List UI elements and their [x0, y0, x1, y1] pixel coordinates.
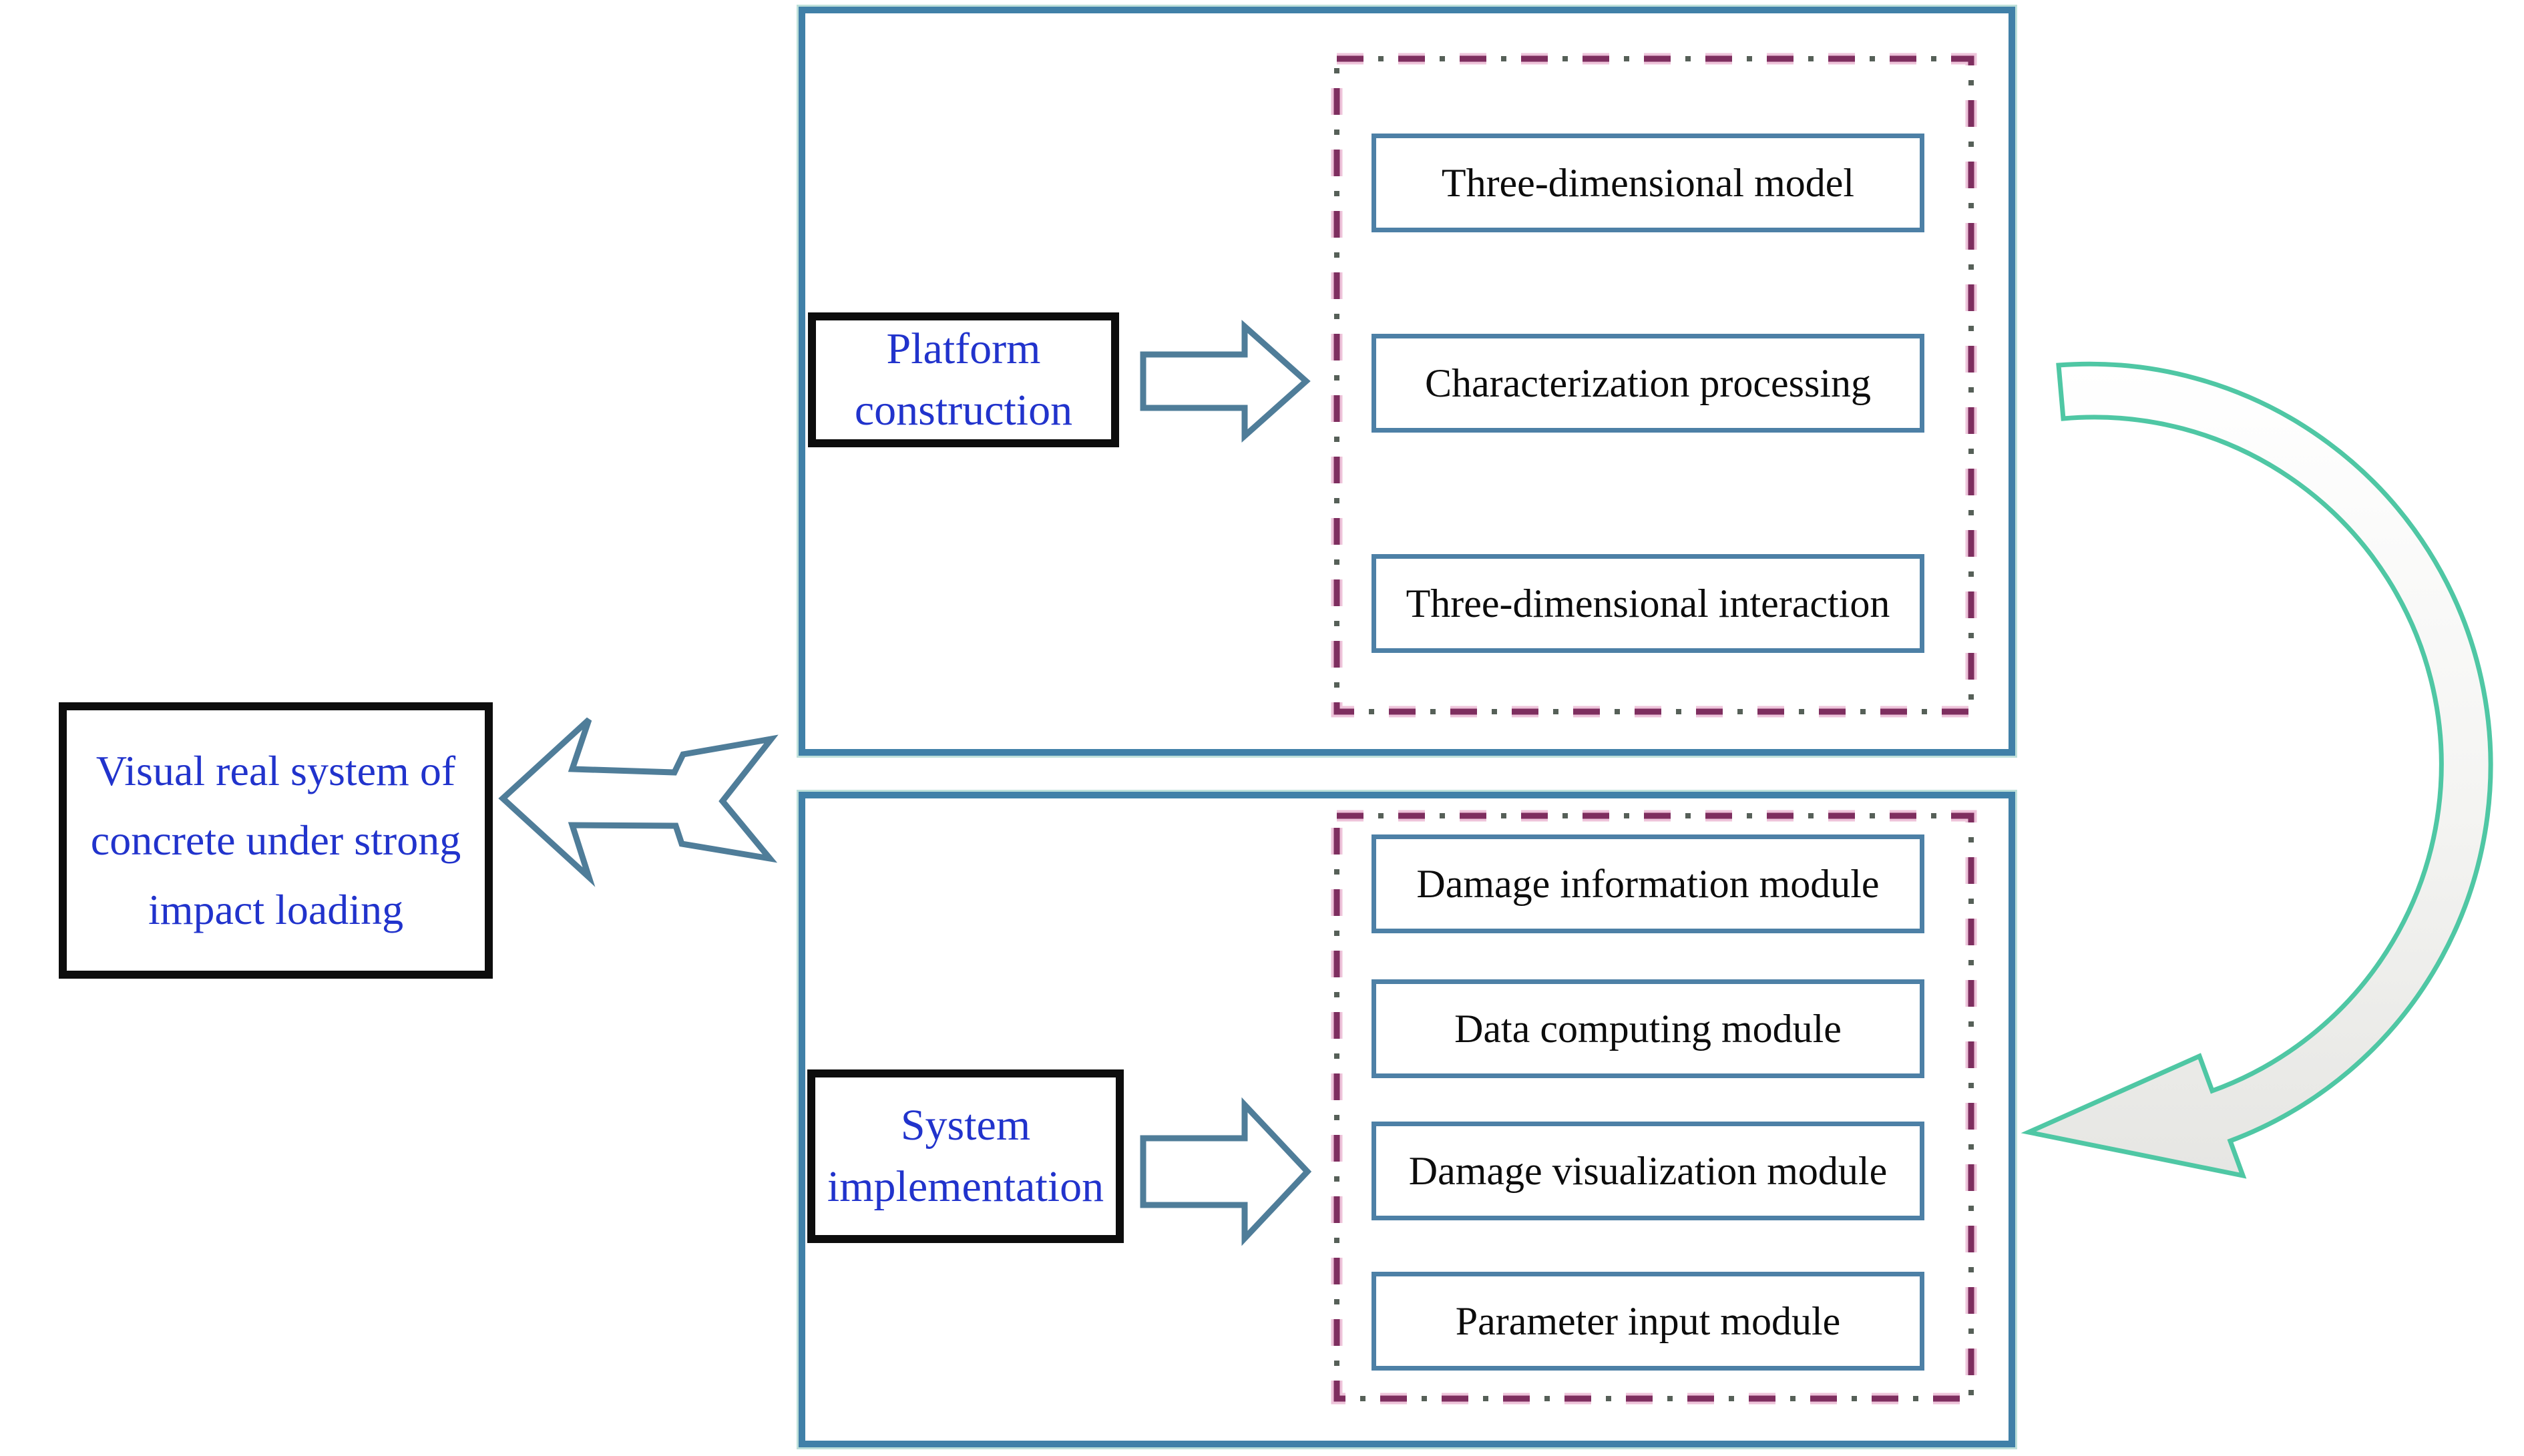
block-arrow-right-bottom-icon	[1140, 1097, 1312, 1246]
system-label-line-1: System	[900, 1101, 1031, 1150]
dashed-group-border-top	[1331, 53, 1977, 718]
module-box-parameter-input: Parameter input module	[1372, 1272, 1924, 1371]
module-box-damage-information: Damage information module	[1372, 834, 1924, 933]
module-box-three-dimensional-interaction: Three-dimensional interaction	[1372, 554, 1924, 653]
block-arrow-right-top-icon	[1140, 319, 1311, 443]
block-arrow-left-icon	[498, 717, 779, 887]
result-box-line-3: impact loading	[148, 886, 404, 933]
platform-construction-box: Platform construction	[808, 312, 1119, 447]
system-implementation-box: System implementation	[807, 1069, 1124, 1243]
curved-arrow-icon	[2021, 361, 2493, 1179]
platform-label-line-1: Platform	[886, 324, 1041, 373]
result-box-line-1: Visual real system of	[95, 747, 456, 794]
module-box-characterization-processing: Characterization processing	[1372, 334, 1924, 433]
module-box-data-computing: Data computing module	[1372, 979, 1924, 1078]
dashed-group-border-bottom	[1331, 810, 1977, 1405]
platform-label-line-2: construction	[854, 386, 1073, 435]
result-box-line-2: concrete under strong	[90, 816, 461, 864]
result-box: Visual real system of concrete under str…	[59, 702, 493, 979]
implementation-section-frame	[799, 792, 2015, 1447]
platform-section-frame	[799, 7, 2015, 756]
system-label-line-2: implementation	[827, 1162, 1104, 1211]
module-box-damage-visualization: Damage visualization module	[1372, 1122, 1924, 1220]
module-box-three-dimensional-model: Three-dimensional model	[1372, 134, 1924, 232]
